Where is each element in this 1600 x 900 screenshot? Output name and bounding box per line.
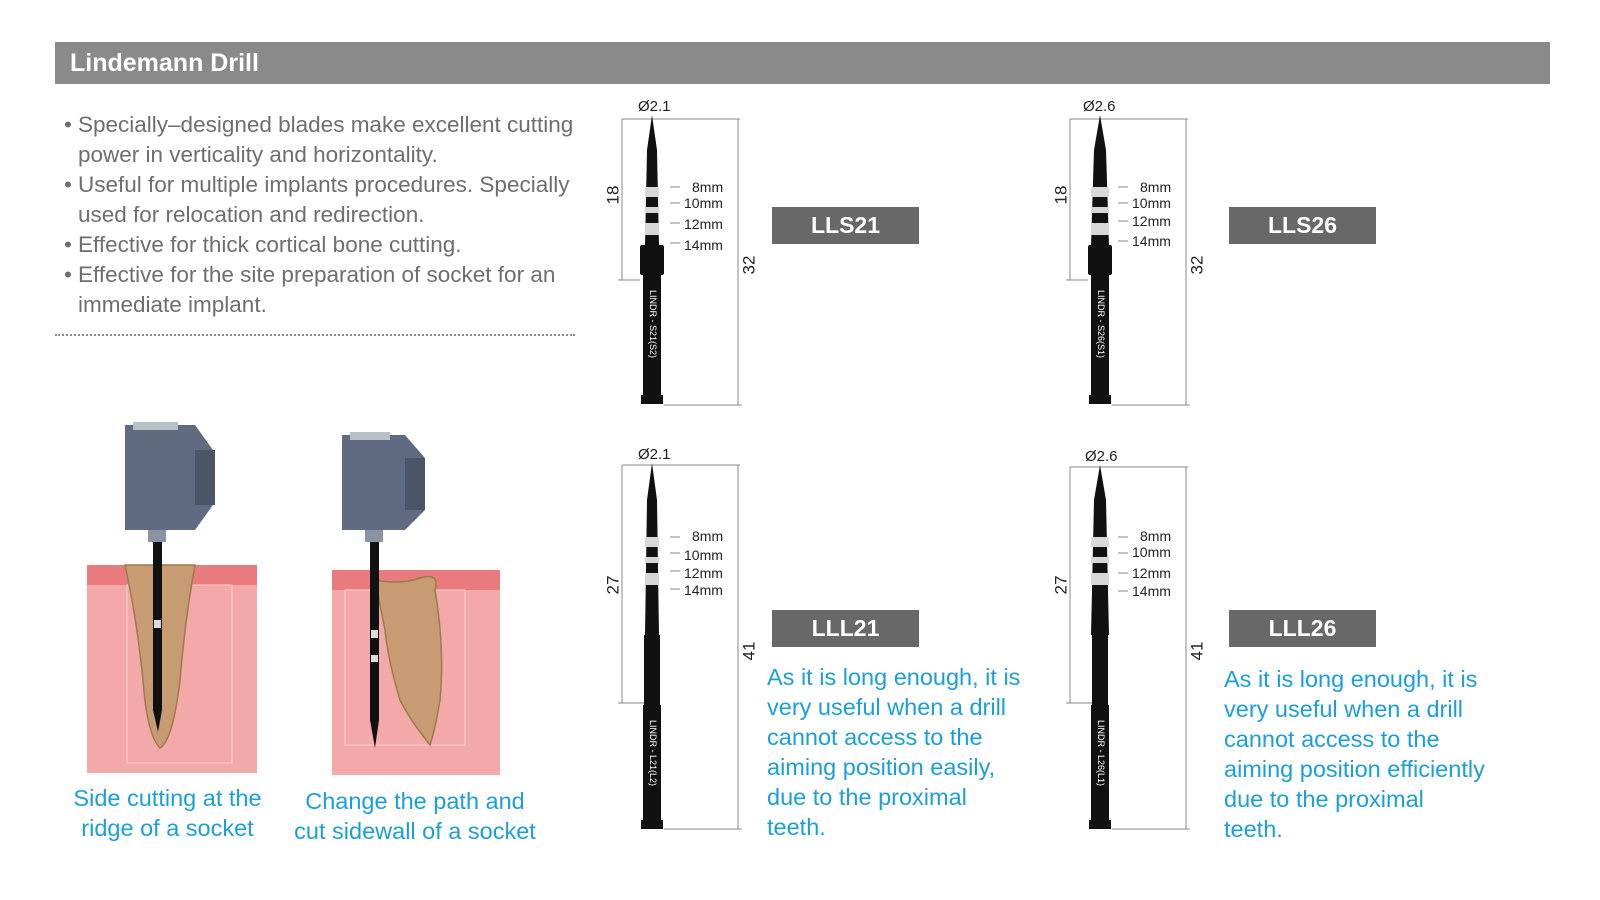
page-title: Lindemann Drill bbox=[70, 49, 259, 77]
change-path-caption: Change the path and cut sidewall of a so… bbox=[290, 786, 540, 846]
drill-lll21-drawing bbox=[618, 463, 742, 830]
total-length: 32 bbox=[739, 255, 759, 275]
total-length: 41 bbox=[1187, 641, 1207, 661]
diameter-label: Ø2.6 bbox=[1085, 448, 1118, 465]
depth-mark-12mm: 12mm bbox=[1132, 565, 1171, 581]
caption-line: ridge of a socket bbox=[81, 815, 254, 841]
side-cutting-caption: Side cutting at the ridge of a socket bbox=[55, 783, 280, 843]
depth-mark-14mm: 14mm bbox=[684, 237, 723, 253]
depth-mark-12mm: 12mm bbox=[684, 216, 723, 232]
code-lll21: LLL21 bbox=[772, 610, 919, 647]
feature-item: Specially–designed blades make excellent… bbox=[60, 110, 600, 170]
note-line: teeth. bbox=[1224, 816, 1283, 842]
feature-item: Effective for thick cortical bone cuttin… bbox=[60, 230, 600, 260]
depth-mark-12mm: 12mm bbox=[684, 565, 723, 581]
depth-mark-14mm: 14mm bbox=[1132, 583, 1171, 599]
drill-lll21: Ø2.1 8mm 10mm 12mm 14mm 27 41 LINDR - L2… bbox=[600, 445, 790, 840]
note-line: teeth. bbox=[767, 814, 826, 840]
note-line: very useful when a drill bbox=[1224, 696, 1464, 722]
total-length: 41 bbox=[739, 641, 759, 661]
depth-mark-8mm: 8mm bbox=[1140, 179, 1172, 195]
diameter-label: Ø2.1 bbox=[638, 446, 671, 463]
drill-lls21: Ø2.1 8mm 10mm 12mm 14mm 18 32 LINDR - S2… bbox=[600, 95, 790, 425]
code-lll26: LLL26 bbox=[1229, 610, 1376, 647]
note-lll26: As it is long enough, it is very useful … bbox=[1224, 664, 1504, 844]
note-line: cannot access to the bbox=[767, 724, 983, 750]
feature-item: Effective for the site preparation of so… bbox=[60, 260, 600, 320]
note-line: very useful when a drill bbox=[767, 694, 1007, 720]
depth-mark-8mm: 8mm bbox=[1140, 528, 1172, 544]
caption-line: Change the path and bbox=[305, 788, 525, 814]
depth-mark-14mm: 14mm bbox=[1132, 233, 1171, 249]
dotted-divider bbox=[55, 334, 575, 336]
drill-lls26-drawing bbox=[1066, 115, 1190, 406]
note-line: As it is long enough, it is bbox=[1224, 666, 1478, 692]
diameter-label: Ø2.1 bbox=[638, 98, 671, 115]
depth-mark-14mm: 14mm bbox=[684, 582, 723, 598]
code-lls26: LLS26 bbox=[1229, 207, 1376, 244]
note-lll21: As it is long enough, it is very useful … bbox=[767, 662, 1047, 842]
depth-mark-10mm: 10mm bbox=[684, 195, 723, 211]
note-line: aiming position efficiently bbox=[1224, 756, 1485, 782]
drill-engraving: LINDR - S26(S1) bbox=[1096, 290, 1106, 359]
depth-mark-8mm: 8mm bbox=[692, 528, 724, 544]
drill-engraving: LINDR - L21(L2) bbox=[648, 720, 658, 787]
drill-engraving: LINDR - S21(S2) bbox=[648, 290, 658, 359]
total-length: 32 bbox=[1187, 255, 1207, 275]
caption-line: cut sidewall of a socket bbox=[294, 818, 536, 844]
depth-mark-8mm: 8mm bbox=[692, 179, 724, 195]
blade-length: 27 bbox=[1051, 575, 1071, 595]
depth-mark-10mm: 10mm bbox=[1132, 544, 1171, 560]
drill-engraving: LINDR - L26(L1) bbox=[1096, 720, 1106, 787]
feature-item: Useful for multiple implants procedures.… bbox=[60, 170, 600, 230]
depth-mark-10mm: 10mm bbox=[684, 547, 723, 563]
note-line: due to the proximal bbox=[1224, 786, 1424, 812]
code-lls21: LLS21 bbox=[772, 207, 919, 244]
note-line: As it is long enough, it is bbox=[767, 664, 1021, 690]
note-line: due to the proximal bbox=[767, 784, 967, 810]
depth-mark-10mm: 10mm bbox=[1132, 195, 1171, 211]
drill-lls26: Ø2.6 8mm 10mm 12mm 14mm 18 32 LINDR - S2… bbox=[1048, 95, 1238, 425]
note-line: cannot access to the bbox=[1224, 726, 1440, 752]
side-cutting-illustration bbox=[87, 422, 257, 773]
title-bar: Lindemann Drill bbox=[55, 42, 1550, 84]
drill-lls21-drawing bbox=[618, 115, 742, 406]
caption-line: Side cutting at the bbox=[73, 785, 262, 811]
diameter-label: Ø2.6 bbox=[1083, 98, 1116, 115]
drill-lll26: Ø2.6 8mm 10mm 12mm 14mm 27 41 LINDR - L2… bbox=[1048, 445, 1238, 840]
feature-list: Specially–designed blades make excellent… bbox=[60, 110, 600, 320]
blade-length: 27 bbox=[603, 575, 623, 595]
note-line: aiming position easily, bbox=[767, 754, 996, 780]
blade-length: 18 bbox=[603, 185, 623, 205]
drill-lll26-drawing bbox=[1066, 465, 1190, 830]
depth-mark-12mm: 12mm bbox=[1132, 213, 1171, 229]
blade-length: 18 bbox=[1051, 185, 1071, 205]
change-path-illustration bbox=[332, 432, 500, 775]
